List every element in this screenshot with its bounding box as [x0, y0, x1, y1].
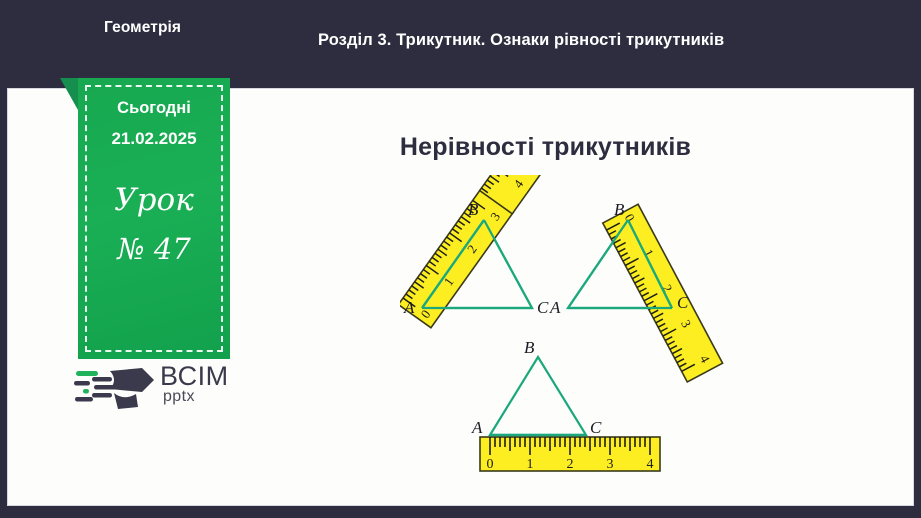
svg-text:4: 4 [647, 457, 654, 472]
logo-name: ВСІМ [160, 361, 229, 391]
today-label: Сьогодні [117, 99, 191, 117]
lesson-number: № 47 [117, 232, 191, 266]
lesson-date: 21.02.2025 [111, 129, 197, 148]
svg-text:0: 0 [487, 457, 494, 472]
graduation-cap-icon [74, 368, 154, 409]
triangle-ruler-illustrations: 0 1 2 3 [400, 175, 724, 472]
chapter-title: Розділ 3. Трикутник. Ознаки рівності три… [318, 31, 725, 49]
ruler-2: 0 1 2 3 4 [601, 203, 724, 384]
label-a-3: A [471, 418, 483, 437]
vsim-pptx-logo[interactable]: ВСІМ pptx [74, 363, 238, 415]
label-c-1: C [537, 298, 549, 317]
figure-3: 0 1 2 3 4 A B C [471, 338, 661, 472]
lesson-card: Сьогодні 21.02.2025 Урок № 47 [60, 78, 230, 359]
lesson-word: Урок [114, 182, 194, 218]
label-b-1: B [468, 200, 479, 219]
label-b-2: B [614, 200, 625, 219]
card-dashed-border [85, 85, 223, 352]
figure-2: 0 1 2 3 4 A B C [549, 200, 724, 384]
svg-text:3: 3 [607, 457, 614, 472]
label-c-3: C [590, 418, 602, 437]
triangle-3 [488, 354, 588, 437]
figure-1: 0 1 2 3 [400, 175, 550, 329]
label-a-1: A [403, 298, 415, 317]
svg-text:1: 1 [527, 457, 534, 472]
svg-text:2: 2 [567, 457, 574, 472]
lesson-card-body: Сьогодні 21.02.2025 Урок № 47 [78, 78, 230, 359]
label-a-2: A [549, 298, 561, 317]
ruler-1-extension: 4 [478, 175, 550, 215]
card-fold-corner [60, 78, 78, 110]
logo-suffix: pptx [163, 388, 195, 405]
label-c-2: C [677, 293, 689, 312]
geometry-figures: 0 1 2 3 [400, 175, 750, 485]
label-b-3: B [524, 338, 535, 357]
subject-label: Геометрія [104, 19, 182, 36]
ruler-3: 0 1 2 3 4 [479, 436, 661, 472]
page-title: Нерівності трикутників [399, 133, 692, 161]
